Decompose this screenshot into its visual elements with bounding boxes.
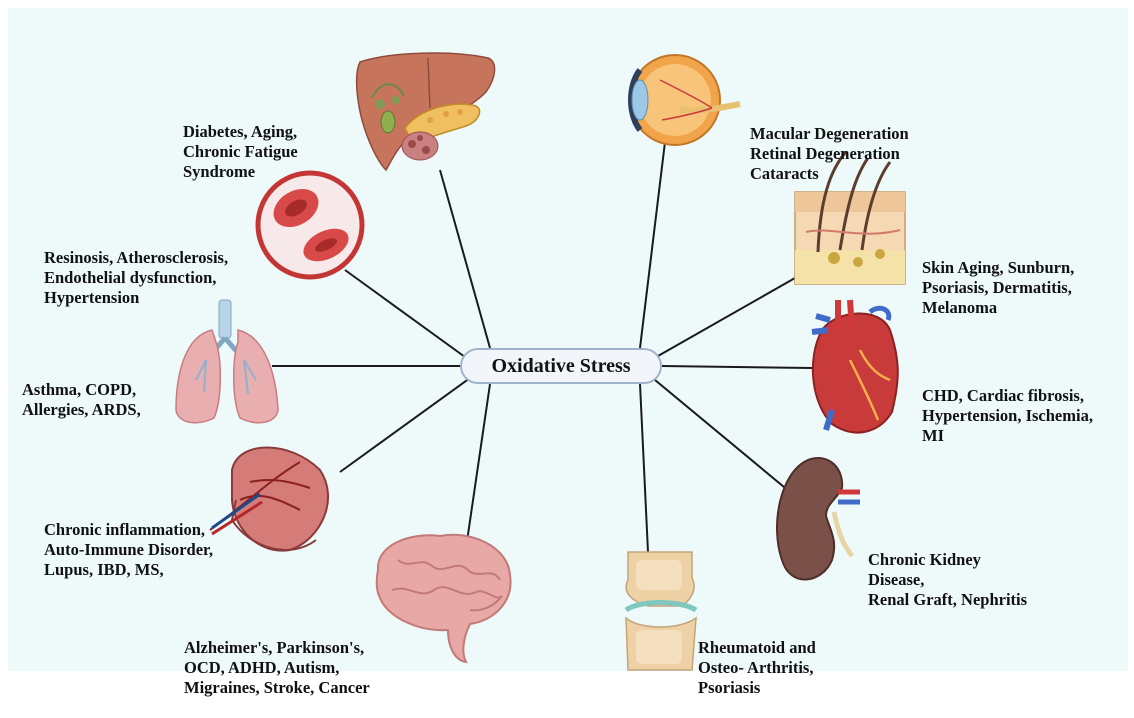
connector-brain — [465, 384, 490, 555]
heart-icon — [812, 300, 898, 433]
skin-label: Skin Aging, Sunburn,Psoriasis, Dermatiti… — [922, 218, 1074, 338]
connector-eye — [640, 142, 665, 348]
vascular-tissue-icon — [210, 448, 328, 551]
connector-liver — [440, 170, 490, 348]
brain-label: Alzheimer's, Parkinson's,OCD, ADHD, Auti… — [184, 598, 370, 718]
connector-skin — [658, 278, 795, 356]
connector-blood — [345, 270, 465, 357]
liver-pancreas-icon — [357, 53, 495, 170]
joint-icon — [626, 552, 696, 670]
connector-kidney — [655, 380, 790, 492]
connector-heart — [662, 366, 812, 368]
eye-icon — [630, 55, 740, 145]
lungs-label: Asthma, COPD,Allergies, ARDS, — [22, 340, 141, 440]
heart-label: CHD, Cardiac fibrosis,Hypertension, Isch… — [922, 346, 1093, 466]
connector-tissue — [340, 378, 470, 472]
connector-joint — [640, 384, 648, 552]
brain-icon — [377, 535, 511, 662]
oxidative-stress-hub: Oxidative Stress — [460, 348, 662, 384]
tissue-label: Chronic inflammation,Auto-Immune Disorde… — [44, 480, 213, 600]
blood-label: Resinosis, Atherosclerosis,Endothelial d… — [44, 208, 228, 328]
kidney-icon — [777, 458, 860, 579]
